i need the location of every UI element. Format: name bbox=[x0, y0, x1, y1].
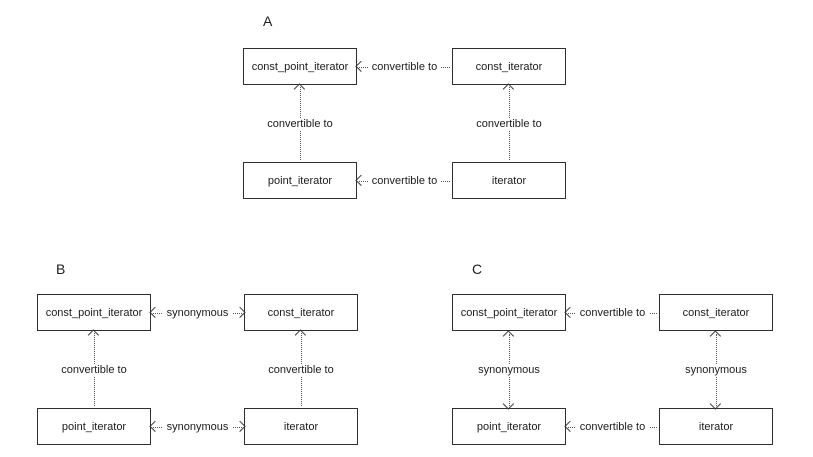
edge-top-horizontal: convertible to bbox=[564, 294, 659, 331]
edge-label: convertible to bbox=[472, 117, 546, 130]
arrowhead-up-icon bbox=[294, 329, 307, 341]
edge-label: convertible to bbox=[367, 60, 442, 73]
diagram-a-label: A bbox=[263, 13, 273, 29]
node-const-point-iterator: const_point_iterator bbox=[243, 48, 357, 85]
node-const-point-iterator: const_point_iterator bbox=[452, 294, 566, 331]
edge-bottom-horizontal: convertible to bbox=[355, 162, 452, 199]
edge-left-vertical: convertible to bbox=[260, 83, 340, 162]
arrowhead-up-icon bbox=[502, 83, 515, 95]
arrowhead-left-icon bbox=[564, 420, 576, 432]
edge-label: synonymous bbox=[681, 364, 751, 376]
edge-label: convertible to bbox=[575, 420, 650, 433]
arrowhead-left-icon bbox=[355, 60, 367, 72]
edge-top-horizontal: convertible to bbox=[355, 48, 452, 85]
edge-label: convertible to bbox=[264, 363, 338, 376]
arrowhead-left-icon bbox=[355, 174, 367, 186]
edge-label: synonymous bbox=[162, 306, 233, 319]
arrowhead-left-icon bbox=[564, 306, 576, 318]
arrowhead-up-icon bbox=[87, 329, 100, 341]
arrowhead-right-icon bbox=[234, 420, 246, 432]
edge-bottom-horizontal: convertible to bbox=[564, 408, 659, 445]
diagram-b-label: B bbox=[56, 261, 66, 277]
node-iterator: iterator bbox=[244, 408, 358, 445]
arrowhead-down-icon bbox=[502, 398, 515, 410]
arrowhead-left-icon bbox=[149, 306, 161, 318]
arrowhead-left-icon bbox=[149, 420, 161, 432]
node-const-iterator: const_iterator bbox=[244, 294, 358, 331]
edge-right-vertical: convertible to bbox=[261, 329, 341, 408]
edge-label: convertible to bbox=[263, 117, 337, 130]
edge-right-vertical: convertible to bbox=[469, 83, 549, 162]
node-const-iterator: const_iterator bbox=[659, 294, 773, 331]
arrowhead-right-icon bbox=[234, 306, 246, 318]
arrowhead-up-icon bbox=[502, 330, 515, 342]
arrowhead-down-icon bbox=[709, 398, 722, 410]
node-const-iterator: const_iterator bbox=[452, 48, 566, 85]
node-point-iterator: point_iterator bbox=[452, 408, 566, 445]
node-const-point-iterator: const_point_iterator bbox=[37, 294, 151, 331]
edge-label: synonymous bbox=[474, 364, 544, 376]
edge-bottom-horizontal: synonymous bbox=[149, 408, 246, 445]
edge-left-vertical: synonymous bbox=[469, 330, 549, 410]
edge-left-vertical: convertible to bbox=[54, 329, 134, 408]
node-point-iterator: point_iterator bbox=[37, 408, 151, 445]
node-iterator: iterator bbox=[452, 162, 566, 199]
node-point-iterator: point_iterator bbox=[243, 162, 357, 199]
arrowhead-up-icon bbox=[709, 330, 722, 342]
node-iterator: iterator bbox=[659, 408, 773, 445]
edge-label: convertible to bbox=[57, 363, 131, 376]
edge-right-vertical: synonymous bbox=[676, 330, 756, 410]
arrowhead-up-icon bbox=[293, 83, 306, 95]
edge-label: convertible to bbox=[575, 306, 650, 319]
edge-top-horizontal: synonymous bbox=[149, 294, 246, 331]
edge-label: synonymous bbox=[162, 420, 233, 433]
diagram-c-label: C bbox=[472, 261, 483, 277]
edge-label: convertible to bbox=[367, 174, 442, 187]
